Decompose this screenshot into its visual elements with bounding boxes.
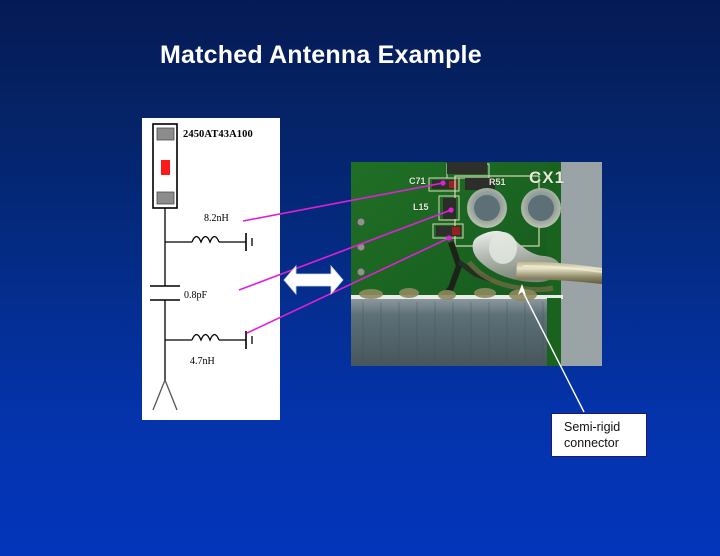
silkscreen-label-c71: C71 (409, 176, 426, 186)
callout-line-1: Semi-rigid (564, 420, 621, 434)
component-r51 (465, 178, 495, 190)
l2-coil (191, 333, 220, 342)
component-l15 (443, 198, 456, 219)
part-number-label: 2450AT43A100 (183, 129, 253, 140)
inductor-l2-value-label: 4.7nH (190, 356, 215, 367)
transform-double-arrow-icon (283, 264, 344, 296)
cable-specular (522, 265, 602, 273)
silkscreen-label-r51: R51 (489, 177, 506, 187)
silkscreen-label-cx1: CX1 (529, 168, 566, 187)
pcb-photo-graphic (351, 162, 602, 366)
schematic-panel: 2450AT43A100 8.2nH 0.8pF 4.7nH (142, 118, 280, 420)
pad-hole-right (528, 195, 554, 221)
capacitor-c1-value-label: 0.8pF (184, 290, 208, 301)
callout-line-2: connector (564, 436, 619, 450)
pcb-photograph: C71 L15 R51 CX1 (351, 162, 602, 366)
silkscreen-label-l15: L15 (413, 202, 429, 212)
component-top (447, 162, 487, 174)
chip-antenna-marker (161, 160, 170, 175)
antenna-arm-right (164, 379, 178, 411)
chip-antenna-pad-bottom (156, 191, 175, 205)
pad-hole-left (474, 195, 500, 221)
inductor-l1-value-label: 8.2nH (204, 213, 229, 224)
semi-rigid-connector-callout: Semi-rigid connector (551, 413, 647, 457)
solder-highlight (489, 232, 517, 264)
heatsink-top-highlight (351, 295, 563, 299)
component-lower-mark (452, 227, 460, 235)
board-edge-bottom-right (547, 298, 561, 366)
chip-antenna-pad-top (156, 127, 175, 141)
via-1 (356, 217, 366, 227)
l1-coil (191, 235, 220, 244)
solder-shadow (467, 260, 554, 293)
via-3 (356, 267, 366, 277)
component-c71-mark (449, 181, 457, 188)
antenna-arm-left (152, 379, 166, 411)
schematic-drawing (150, 123, 253, 411)
heatsink-block (351, 298, 561, 366)
page-title: Matched Antenna Example (160, 41, 482, 69)
via-2 (356, 242, 366, 252)
